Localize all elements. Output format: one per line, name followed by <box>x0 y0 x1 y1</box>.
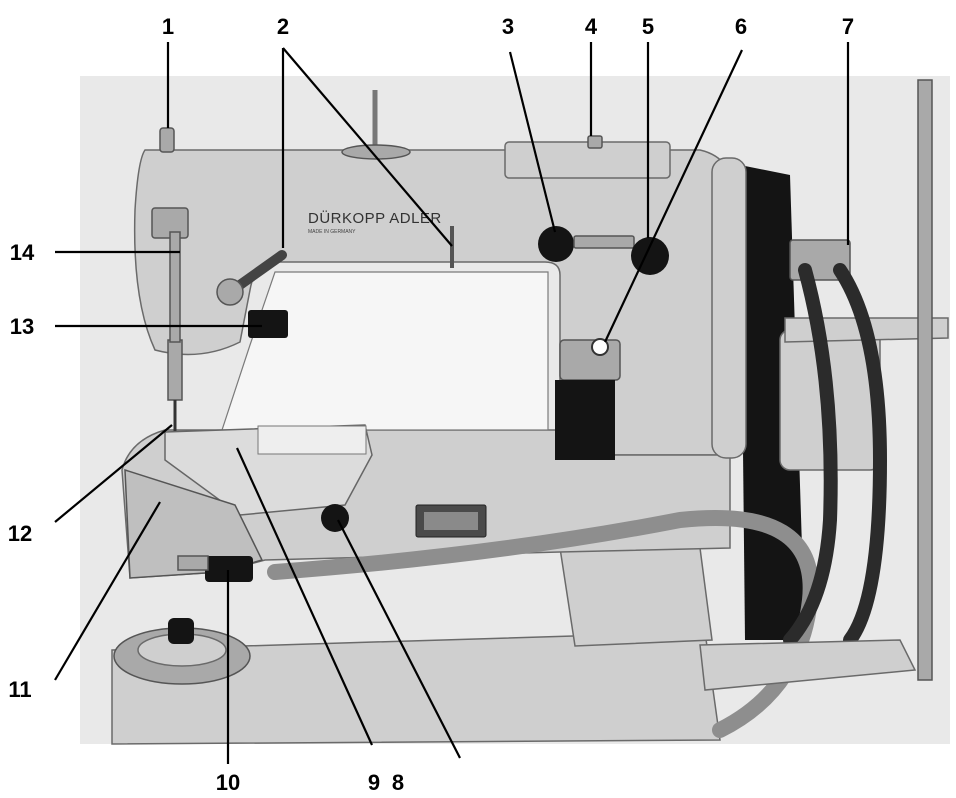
arm-throat <box>221 271 549 431</box>
machine-column <box>559 547 713 647</box>
air-hose-dark-1 <box>833 263 888 647</box>
presser-foot-knob <box>321 504 349 532</box>
lift-lever-hole <box>591 338 609 356</box>
presser-foot-mechanism <box>248 310 288 338</box>
leader-3 <box>508 51 557 233</box>
leader-11 <box>54 501 161 681</box>
air-hose-dark-2 <box>783 263 838 647</box>
lower-thread-plate <box>177 555 209 571</box>
callout-14: 14 <box>10 240 35 265</box>
callout-6: 6 <box>735 14 747 39</box>
callout-2: 2 <box>277 14 289 39</box>
knob-bracket <box>573 235 635 249</box>
leader-6 <box>604 49 743 343</box>
leader-9 <box>235 447 374 746</box>
leader-12 <box>54 424 173 523</box>
machine-base <box>111 631 721 745</box>
leader-lines <box>54 42 850 764</box>
callout-8: 8 <box>392 770 404 795</box>
callout-7: 7 <box>842 14 854 39</box>
stand-pole <box>917 79 933 681</box>
lower-thread-unit <box>205 556 253 582</box>
stitch-regulator-knob <box>538 226 574 262</box>
callout-13: 13 <box>10 314 34 339</box>
top-screw <box>159 127 175 153</box>
callout-5: 5 <box>642 14 654 39</box>
callout-11: 11 <box>8 677 31 702</box>
lift-lever-bracket <box>559 339 621 381</box>
bobbin-winder-knob <box>168 618 194 644</box>
brand-logo-subtext: MADE IN GERMANY <box>308 229 356 235</box>
base-bracket <box>699 639 917 691</box>
callout-3: 3 <box>502 14 514 39</box>
nameplate-inner <box>424 512 478 530</box>
leader-2b <box>282 47 453 247</box>
callout-12: 12 <box>8 521 32 546</box>
feed-cover-slot <box>257 425 367 455</box>
column-block <box>555 380 615 460</box>
brand-logo: DÜRKOPP ADLER <box>308 209 442 227</box>
callout-10: 10 <box>216 770 240 795</box>
callout-labels: 1 2 3 4 5 6 7 8 9 10 11 12 13 14 <box>8 14 854 795</box>
needle-bar <box>167 339 183 401</box>
handwheel <box>711 157 747 459</box>
callout-1: 1 <box>162 14 174 39</box>
leader-8 <box>337 519 461 759</box>
sewing-machine: DÜRKOPP ADLER MADE IN GERMANY <box>111 79 949 745</box>
adjustment-knob <box>631 237 669 275</box>
lever-pivot <box>216 278 244 306</box>
spool-disk <box>341 144 411 160</box>
take-up-lever <box>169 231 181 343</box>
callout-4: 4 <box>585 14 598 39</box>
callout-9: 9 <box>368 770 380 795</box>
top-cover-screw <box>587 135 603 149</box>
